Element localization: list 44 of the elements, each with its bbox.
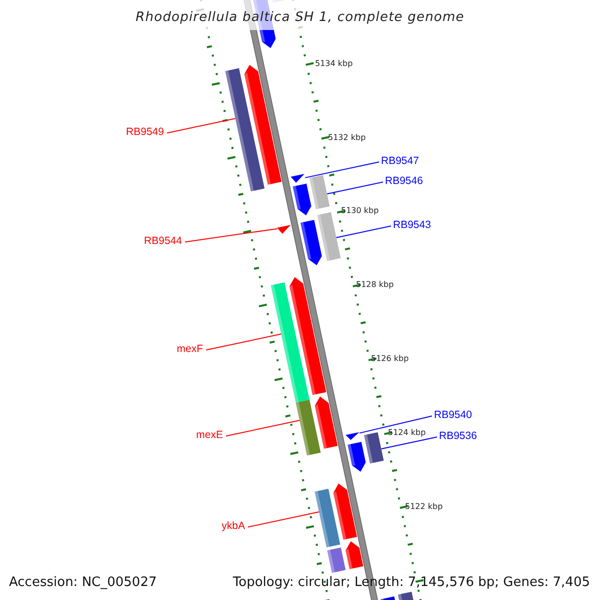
gene-label: mexE xyxy=(196,430,223,440)
leader-line xyxy=(206,334,282,350)
scale-label: 5126 kbp xyxy=(371,355,409,363)
gene-label: RB9543 xyxy=(393,220,431,230)
scale-label: 5130 kbp xyxy=(341,207,379,215)
gene-block xyxy=(333,484,358,540)
gene-block xyxy=(317,212,341,262)
leader-line xyxy=(380,436,438,450)
leader-line xyxy=(166,118,236,134)
gene-block xyxy=(314,488,340,548)
scale-label: 5132 kbp xyxy=(328,134,366,142)
gene-block xyxy=(398,592,414,600)
gene-block xyxy=(225,68,265,192)
gene-label: ykbA xyxy=(222,521,245,532)
gene-label: RB9540 xyxy=(434,410,472,420)
leader-line xyxy=(359,416,432,434)
gene-label: RB9544 xyxy=(144,236,182,246)
gene-block xyxy=(244,64,282,185)
gene-block xyxy=(309,175,330,210)
scale-label: 5134 kbp xyxy=(315,60,353,68)
leader-line xyxy=(326,182,384,194)
leader-line xyxy=(184,228,278,242)
scale-label: 5124 kbp xyxy=(388,429,426,437)
footer-note: Accession: NC_005027 xyxy=(9,576,157,589)
title: Rhodopirellula baltica SH 1, complete genome xyxy=(136,10,464,25)
scale-label: 5128 kbp xyxy=(356,281,394,289)
gene-marker xyxy=(277,224,291,234)
gene-block xyxy=(346,541,364,570)
gene-block xyxy=(327,547,346,573)
scale-label: 5122 kbp xyxy=(405,503,443,511)
gene-label: RB9546 xyxy=(385,176,423,186)
gene-block xyxy=(270,282,310,403)
gene-label: RB9536 xyxy=(439,431,477,442)
gene-block xyxy=(364,432,384,464)
leader-line xyxy=(304,162,380,178)
gene-label: RB9547 xyxy=(381,156,419,166)
leader-line xyxy=(248,511,320,528)
gene-label: mexF xyxy=(176,344,203,354)
gene-label: RB9549 xyxy=(126,127,164,138)
gene-block xyxy=(380,596,396,600)
gene-block xyxy=(314,396,338,449)
gene-block xyxy=(296,400,321,456)
gene-block xyxy=(289,277,326,395)
gene-block xyxy=(300,220,322,266)
